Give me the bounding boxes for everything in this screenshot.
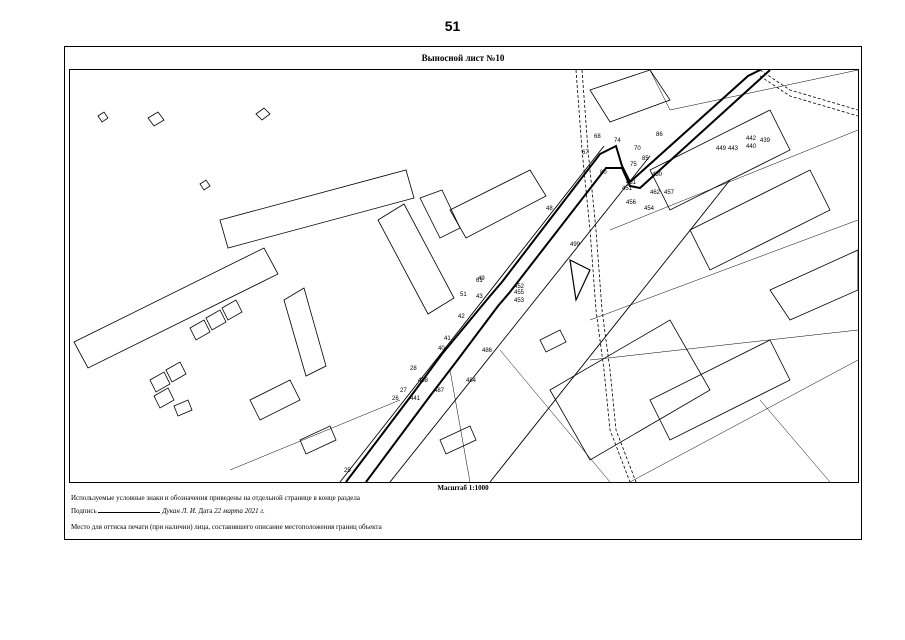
building-2 <box>97 111 109 123</box>
page-number: 51 <box>444 18 461 34</box>
point-label: 85 <box>642 156 649 162</box>
point-label: 450 <box>652 172 663 178</box>
point-label: 458 <box>418 378 429 384</box>
signature-line: Подпись Дукан Л. И. Дата 22 марта 2021 г… <box>71 505 265 515</box>
building-b1 <box>249 379 301 421</box>
point-label: 48 <box>546 206 553 212</box>
point-label: 442 <box>746 136 757 142</box>
point-label: 80 <box>600 170 607 176</box>
point-label: 456 <box>626 200 637 206</box>
building-r7 <box>449 169 547 239</box>
building-long-2 <box>73 247 279 369</box>
building-c4 <box>149 371 171 393</box>
object-boundary <box>345 70 771 482</box>
point-label: 457 <box>664 190 675 196</box>
building-r3 <box>689 169 831 271</box>
point-label: 40 <box>438 346 445 352</box>
point-label: 451 <box>622 186 633 192</box>
drawing-frame: Выносной лист №10 <box>64 46 862 540</box>
building-b3 <box>439 425 477 455</box>
building-4 <box>199 179 211 191</box>
point-label: 449 <box>716 146 727 152</box>
point-label: 74 <box>614 138 621 144</box>
point-label: 67 <box>582 150 589 156</box>
road-edges <box>339 145 731 482</box>
point-label: 42 <box>458 314 465 320</box>
building-c1 <box>189 319 211 341</box>
point-label: 75 <box>630 162 637 168</box>
building-long-1 <box>219 169 415 249</box>
point-label: 452 <box>514 284 525 290</box>
dashed-boundaries <box>575 70 858 482</box>
point-label: 43 <box>476 294 483 300</box>
point-label: 61 <box>476 278 483 284</box>
point-label: 51 <box>460 292 467 298</box>
building-center <box>377 203 455 315</box>
building-c5 <box>165 361 187 383</box>
point-label: 70 <box>634 146 641 152</box>
point-label: 25 <box>344 468 351 474</box>
building-3 <box>255 107 271 121</box>
cadastral-map: 25 26 27 28 40 41 42 43 48 49 51 61 67 6… <box>69 69 859 483</box>
date-label: Дата <box>198 507 213 515</box>
point-label: 86 <box>656 132 663 138</box>
point-label: 68 <box>594 134 601 140</box>
building-b2 <box>299 425 337 455</box>
point-label: 440 <box>746 144 757 150</box>
signatory-name: Дукан Л. И. <box>162 507 197 515</box>
building-r2 <box>649 109 791 211</box>
stamp-note: Место для оттиска печати (при наличии) л… <box>71 523 382 531</box>
map-drawing: 25 26 27 28 40 41 42 43 48 49 51 61 67 6… <box>73 70 858 482</box>
triangle-feature <box>569 258 591 303</box>
legend-note: Используемые условные знаки и обозначени… <box>71 494 360 502</box>
building-r5 <box>549 319 711 461</box>
building-center-2 <box>419 189 461 239</box>
point-label: 49 <box>478 276 485 282</box>
point-label: 487 <box>434 388 445 394</box>
point-label: 453 <box>514 298 525 304</box>
point-label: 461 <box>626 180 637 186</box>
building-r1 <box>589 70 671 123</box>
building-b4 <box>539 329 567 353</box>
point-label: 499 <box>570 242 581 248</box>
date-value: 22 марта 2021 г. <box>214 507 265 515</box>
point-label: 41 <box>444 336 451 342</box>
building-c2 <box>205 309 227 331</box>
point-label: 443 <box>728 146 739 152</box>
point-labels: 25 26 27 28 40 41 42 43 48 49 51 61 67 6… <box>344 132 771 474</box>
point-label: 439 <box>760 138 771 144</box>
building-vertical <box>283 287 327 377</box>
buildings <box>73 70 858 461</box>
point-label: 454 <box>644 206 655 212</box>
point-label: 484 <box>466 378 477 384</box>
point-label: 441 <box>410 396 421 402</box>
building-r4 <box>769 249 858 321</box>
sheet-title: Выносной лист №10 <box>421 53 505 63</box>
signature-label: Подпись <box>71 507 97 515</box>
parcel-lines <box>229 70 858 482</box>
point-label: 462 <box>650 190 661 196</box>
point-label: 26 <box>392 396 399 402</box>
point-label: 27 <box>400 388 407 394</box>
building-c3 <box>221 299 243 321</box>
signature-field <box>98 505 161 513</box>
building-c7 <box>173 399 193 417</box>
map-scale: Масштаб 1:1000 <box>437 484 489 492</box>
building-c6 <box>153 387 175 409</box>
building-1 <box>147 111 165 127</box>
point-label: 28 <box>410 366 417 372</box>
building-r6 <box>649 339 791 441</box>
point-label: 486 <box>482 348 493 354</box>
point-label: 455 <box>514 290 525 296</box>
